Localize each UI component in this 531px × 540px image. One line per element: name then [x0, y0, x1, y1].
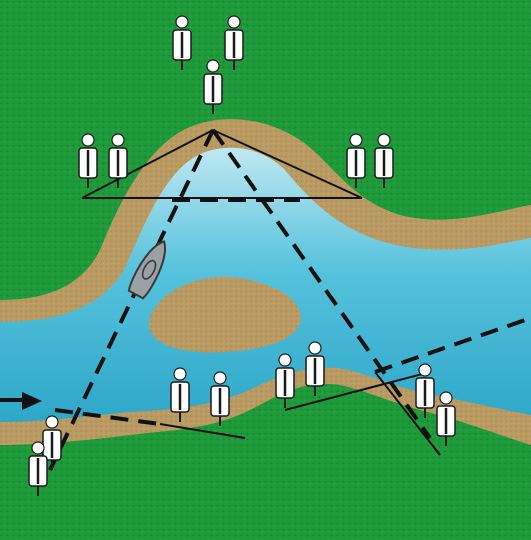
- person-icon: [170, 367, 190, 422]
- group-upper-left: [78, 133, 128, 188]
- person-icon: [346, 133, 366, 188]
- sand-island: [149, 276, 301, 353]
- person-icon: [374, 133, 394, 188]
- person-icon: [210, 371, 230, 426]
- dashed-line-top-right: [211, 128, 432, 440]
- group-lower-left: [28, 415, 62, 496]
- group-top: [172, 15, 244, 114]
- solid-line-lower-left: [159, 423, 246, 439]
- person-icon: [305, 341, 325, 396]
- solid-line-lower-right: [284, 371, 431, 411]
- person-icon: [224, 15, 244, 70]
- person-icon: [78, 133, 98, 188]
- group-upper-right: [346, 133, 394, 188]
- dashed-line-lower-crossing: [54, 408, 161, 426]
- dashed-line-top-left: [48, 129, 215, 471]
- solid-line-top-fan-left: [81, 129, 214, 199]
- solid-line-top-fan-right: [212, 129, 363, 199]
- group-lower-right: [415, 363, 456, 446]
- people-layer: [28, 15, 456, 496]
- person-icon: [275, 353, 295, 408]
- group-lower-middle: [170, 367, 230, 426]
- boat-icon: [127, 240, 166, 300]
- person-icon: [42, 415, 62, 470]
- person-icon: [108, 133, 128, 188]
- person-icon: [415, 363, 435, 418]
- person-icon: [436, 391, 456, 446]
- sight-lines-dashed: [48, 128, 531, 471]
- person-icon: [203, 59, 223, 114]
- person-icon: [28, 441, 48, 496]
- solid-line-right-diagonal: [374, 371, 441, 456]
- sight-lines-solid: [81, 129, 441, 456]
- person-icon: [172, 15, 192, 70]
- group-lower-center: [275, 341, 325, 408]
- arrow-right-icon: [0, 392, 42, 410]
